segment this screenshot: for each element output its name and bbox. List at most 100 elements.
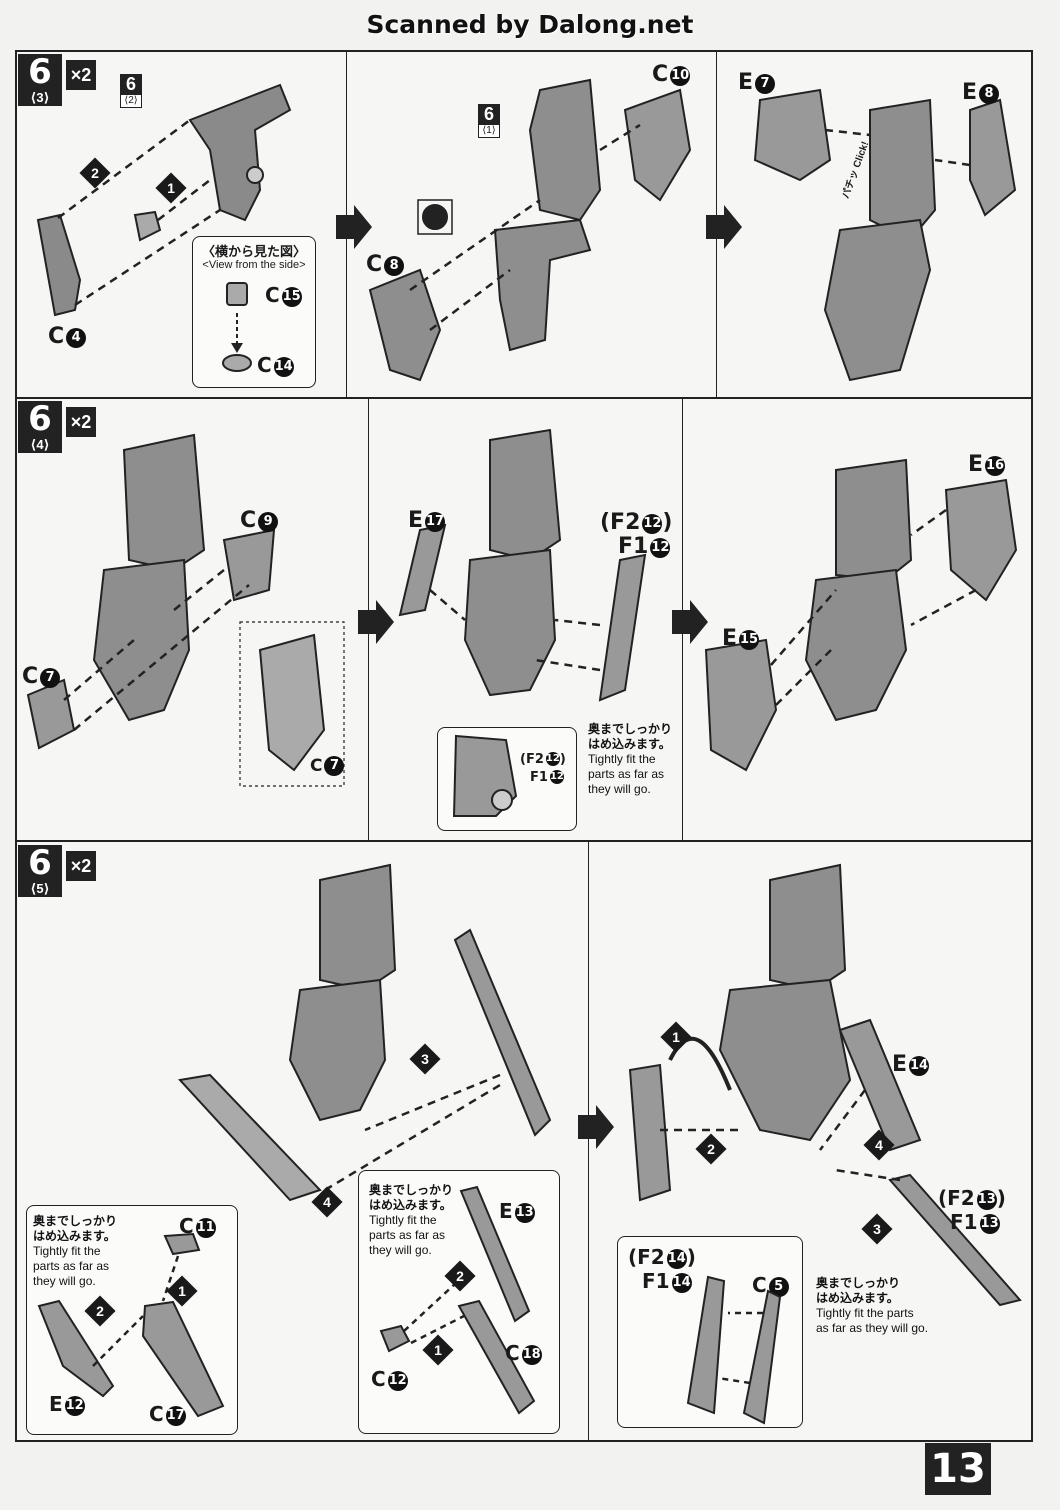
part-number: 12	[650, 538, 671, 558]
part-number: 12	[642, 514, 663, 534]
leg-outer-armor-illustration	[704, 458, 1018, 772]
part-letter: (F2	[938, 1186, 975, 1210]
subassembly-callout: 奥までしっかり はめ込みます。 Tightly fit the parts as…	[26, 1205, 238, 1435]
part-letter: C	[310, 756, 323, 776]
part-number: 14	[909, 1056, 930, 1076]
subassembly-callout: 奥までしっかり はめ込みます。 Tightly fit the parts as…	[358, 1170, 560, 1434]
part-letter: C	[257, 353, 272, 377]
part-letter: C	[752, 1273, 767, 1297]
step-sub-value: 4	[36, 437, 44, 452]
step-sub-value: 3	[36, 90, 44, 105]
fit-note-en: Tightly fit the	[369, 1213, 437, 1227]
order-number: 4	[875, 1137, 883, 1153]
part-letter: F1	[642, 1269, 670, 1293]
order-number: 1	[167, 180, 175, 196]
part-number: 13	[979, 1214, 1000, 1234]
next-step-arrow	[578, 1105, 614, 1149]
fit-note: 奥までしっかり はめ込みます。 Tightly fit the parts as…	[816, 1276, 928, 1336]
section-divider	[15, 840, 1033, 842]
part-number: 14	[666, 1249, 687, 1269]
order-marker: 4	[311, 1186, 343, 1218]
part-number: 7	[40, 668, 61, 688]
part-number: 7	[324, 756, 345, 776]
part-letter: C	[240, 508, 257, 533]
part-number: 15	[281, 287, 302, 307]
order-marker: 1	[422, 1334, 454, 1366]
part-letter: E	[499, 1199, 513, 1223]
subassembly-illustration	[379, 1185, 536, 1415]
fit-note-en: Tightly fit the	[588, 752, 656, 766]
reference-sub: ⟨1⟩	[478, 124, 500, 138]
next-step-arrow	[336, 205, 372, 249]
order-marker: 3	[409, 1043, 441, 1075]
part-close: )	[996, 1186, 1006, 1210]
part-number: 4	[66, 328, 87, 348]
fit-note-en: parts as far as	[33, 1259, 110, 1273]
next-step-arrow	[706, 205, 742, 249]
order-marker: 2	[84, 1295, 116, 1327]
part-letter: C	[371, 1367, 386, 1391]
order-number: 2	[91, 165, 99, 181]
fit-note-en: as far as they will go.	[816, 1321, 929, 1335]
order-marker: 2	[444, 1260, 476, 1292]
fit-note: 奥までしっかり はめ込みます。 Tightly fit the parts as…	[588, 722, 672, 797]
step-number: 6	[18, 54, 62, 90]
part-letter: E	[968, 452, 984, 477]
order-number: 3	[421, 1051, 429, 1067]
part-letter: E	[738, 70, 754, 95]
reference-number: 6	[120, 74, 142, 94]
fit-note-jp: 奥までしっかり	[588, 722, 673, 736]
watermark: Scanned by Dalong.net	[366, 10, 694, 39]
detail-illustration	[452, 734, 518, 817]
part-number: 15	[739, 630, 760, 650]
part-number: 14	[671, 1273, 692, 1293]
part-close: )	[559, 752, 566, 767]
section-divider	[15, 397, 1033, 399]
order-marker: 4	[863, 1129, 895, 1161]
order-number: 2	[707, 1141, 715, 1157]
part-number: 17	[165, 1406, 186, 1426]
reference-sub: ⟨2⟩	[120, 94, 142, 108]
part-number: 10	[670, 66, 691, 86]
fit-note: 奥までしっかり はめ込みます。 Tightly fit the parts as…	[369, 1183, 453, 1258]
reference-number: 6	[478, 104, 500, 124]
subassembly-illustration	[686, 1275, 782, 1425]
fit-note-jp: はめ込みます。	[33, 1229, 116, 1243]
order-number: 2	[456, 1268, 464, 1284]
part-close: )	[686, 1245, 696, 1269]
fit-note-jp: はめ込みます。	[588, 737, 671, 751]
fit-note-en: parts as far as	[588, 767, 665, 781]
part-letter: C	[652, 62, 669, 87]
step-number: 6	[18, 401, 62, 437]
part-letter: E	[408, 508, 424, 533]
order-number: 1	[672, 1029, 680, 1045]
part-letter: F1	[618, 534, 649, 559]
part-letter: F1	[950, 1210, 978, 1234]
part-letter: C	[149, 1402, 164, 1426]
part-letter: E	[892, 1052, 908, 1077]
fit-note-jp: 奥までしっかり	[33, 1214, 118, 1228]
next-step-arrow	[358, 600, 394, 644]
step-badge: 6 ⟨4⟩ ×2	[18, 401, 96, 455]
part-letter: (F2	[600, 510, 641, 535]
step-number: 6	[18, 845, 62, 881]
